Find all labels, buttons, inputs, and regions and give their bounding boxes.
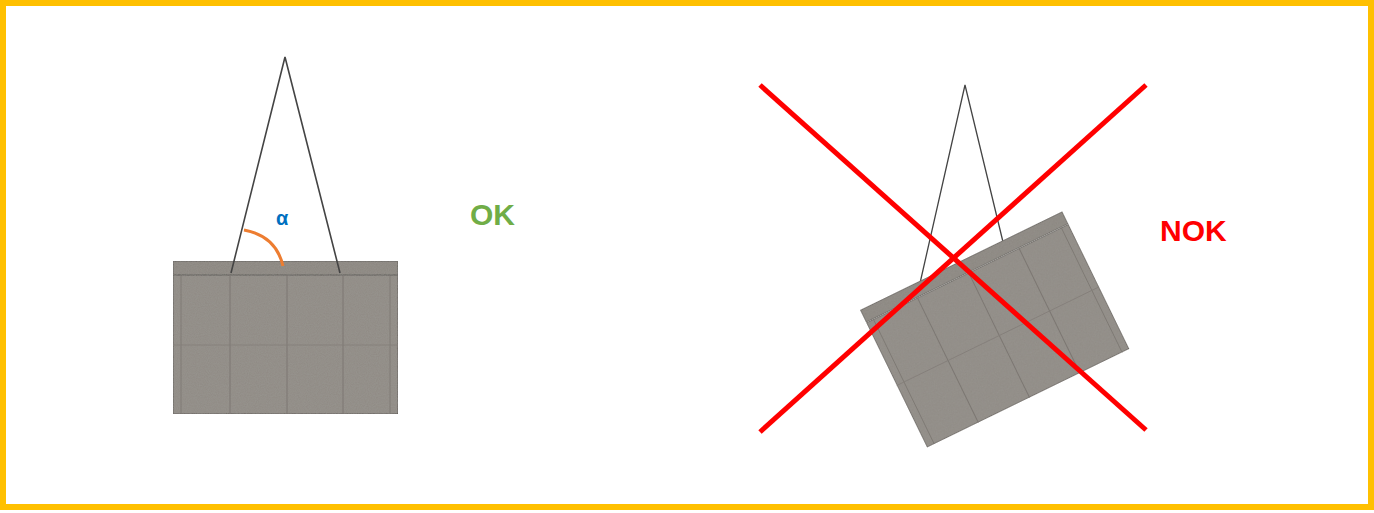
status-ok: OK [470, 200, 515, 230]
angle-label: α [276, 208, 288, 228]
cross-line [760, 85, 1146, 432]
ok-lift [173, 57, 398, 414]
frame [3, 3, 1371, 507]
status-nok: NOK [1160, 216, 1227, 246]
nok-lift [760, 85, 1146, 448]
angle-arc [244, 230, 283, 266]
